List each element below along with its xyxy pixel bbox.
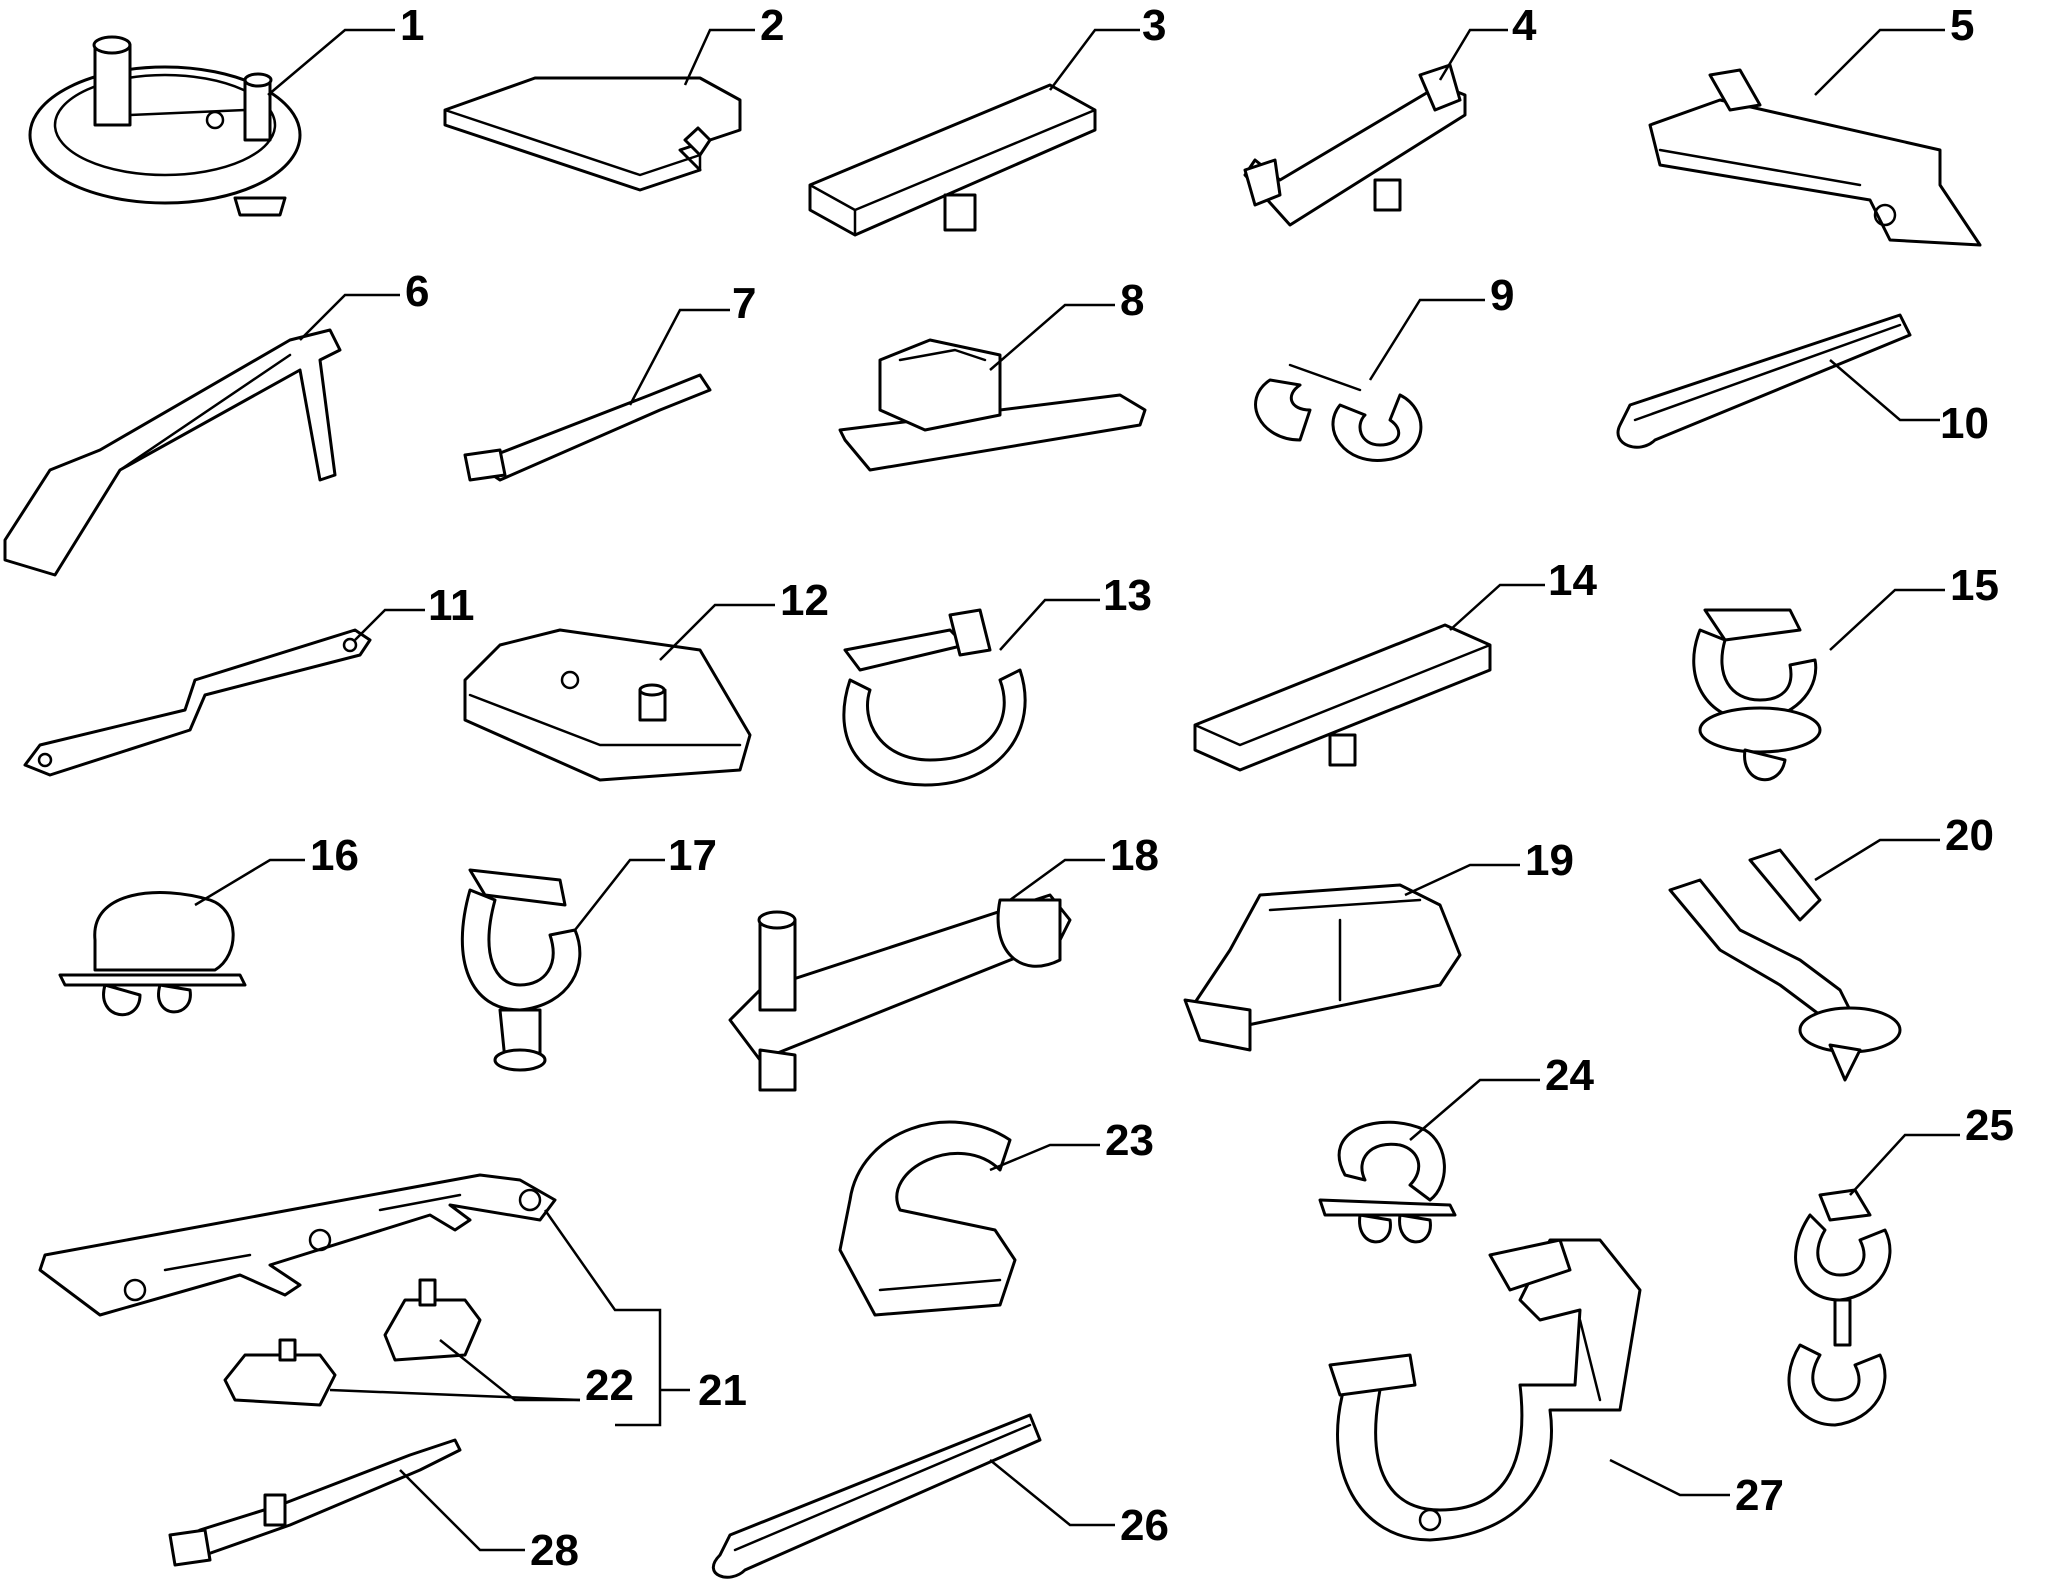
leader-27 xyxy=(1609,1458,1730,1497)
leader-17 xyxy=(574,858,665,931)
label-18: 18 xyxy=(1110,831,1159,880)
label-24: 24 xyxy=(1545,1051,1594,1100)
leader-23 xyxy=(989,1143,1100,1172)
label-16: 16 xyxy=(310,831,359,880)
leader-6 xyxy=(299,293,400,341)
leader-16 xyxy=(194,858,305,907)
leader-24 xyxy=(1409,1078,1540,1141)
part-12-flat-grommet xyxy=(463,628,752,782)
label-4: 4 xyxy=(1512,1,1537,50)
leader-14 xyxy=(1449,583,1545,631)
part-21-plate xyxy=(38,1173,557,1317)
leader-8 xyxy=(989,303,1115,371)
label-13: 13 xyxy=(1103,571,1152,620)
part-22-clips xyxy=(223,1278,482,1407)
part-13-hose-clamp xyxy=(842,608,1027,787)
part-24-small-clip xyxy=(1318,1120,1457,1244)
part-2-cover xyxy=(443,76,742,192)
leader-18 xyxy=(1009,858,1105,902)
label-5: 5 xyxy=(1950,1,1974,50)
label-10: 10 xyxy=(1940,399,1989,448)
part-23-cable-clip xyxy=(838,1120,1017,1317)
part-10-edge-trim xyxy=(1616,313,1912,449)
leader-21a xyxy=(543,1209,662,1427)
label-25: 25 xyxy=(1965,1101,2014,1150)
leader-5 xyxy=(1814,28,1945,96)
leader-2 xyxy=(683,28,755,86)
label-2: 2 xyxy=(760,1,784,50)
part-11-strap xyxy=(23,628,372,777)
part-4-holder xyxy=(1243,63,1467,227)
label-7: 7 xyxy=(732,279,756,328)
label-8: 8 xyxy=(1120,276,1144,325)
leader-9 xyxy=(1368,298,1485,381)
part-25-stacked-clip xyxy=(1787,1188,1892,1427)
label-20: 20 xyxy=(1945,811,1994,860)
leader-12 xyxy=(659,603,775,661)
leader-10 xyxy=(1829,359,1940,422)
leader-13 xyxy=(999,598,1100,651)
leader-20 xyxy=(1814,838,1940,882)
label-19: 19 xyxy=(1525,836,1574,885)
part-1-grommet xyxy=(28,35,302,217)
part-9-double-clip xyxy=(1254,363,1423,462)
label-3: 3 xyxy=(1142,1,1166,50)
part-18-long-bracket xyxy=(728,893,1072,1092)
leader-7 xyxy=(628,308,730,406)
part-3-bracket xyxy=(808,83,1097,237)
label-12: 12 xyxy=(780,576,829,625)
leader-15 xyxy=(1829,588,1945,651)
part-14-flat-bracket xyxy=(1193,623,1492,772)
leader-19 xyxy=(1404,863,1520,897)
leader-22b xyxy=(439,1339,580,1402)
leader-28 xyxy=(399,1469,525,1552)
label-26: 26 xyxy=(1120,1501,1169,1550)
label-14: 14 xyxy=(1548,556,1597,605)
label-9: 9 xyxy=(1490,271,1514,320)
part-8-tray xyxy=(838,338,1147,472)
part-17-clip-holder xyxy=(460,868,582,1072)
part-19-connector-bracket xyxy=(1183,883,1462,1052)
leader-4 xyxy=(1438,28,1508,81)
part-6-strap xyxy=(3,328,342,577)
part-5-bracket xyxy=(1648,68,1982,247)
leader-22a xyxy=(329,1388,581,1402)
leader-3 xyxy=(1049,28,1140,91)
part-7-cable-tie xyxy=(463,373,712,482)
label-28: 28 xyxy=(530,1526,579,1575)
part-16-saddle-clip xyxy=(58,891,247,1017)
leader-1 xyxy=(267,28,395,96)
part-27-multi-clamp xyxy=(1328,1238,1642,1542)
label-27: 27 xyxy=(1735,1471,1784,1520)
leader-11 xyxy=(354,608,425,641)
label-22: 22 xyxy=(585,1361,634,1410)
label-1: 1 xyxy=(400,1,424,50)
label-23: 23 xyxy=(1105,1116,1154,1165)
label-11: 11 xyxy=(428,581,475,630)
label-15: 15 xyxy=(1950,561,1999,610)
label-21: 21 xyxy=(698,1366,747,1415)
part-20-multi-clip xyxy=(1668,848,1902,1082)
leader-26 xyxy=(989,1459,1115,1527)
part-26-edge-trim xyxy=(711,1413,1042,1579)
part-15-clip xyxy=(1692,608,1822,782)
label-17: 17 xyxy=(668,831,717,880)
leader-25 xyxy=(1849,1133,1960,1196)
part-28-cable-tie xyxy=(168,1438,462,1567)
label-6: 6 xyxy=(405,267,429,316)
